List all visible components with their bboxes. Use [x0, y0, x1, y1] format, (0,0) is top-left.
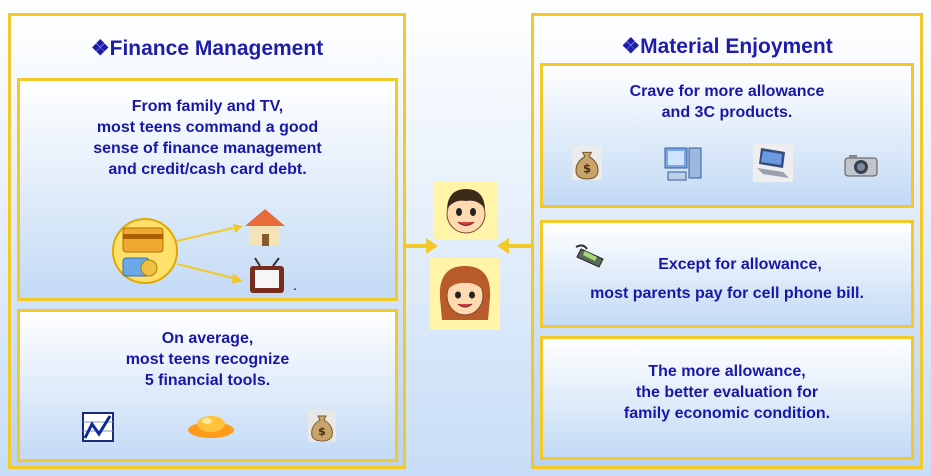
money-bag-icon: $: [308, 410, 336, 442]
family-economic-box: The more allowance, the better evaluatio…: [540, 336, 914, 460]
finance-management-panel: ❖Finance Management From family and TV, …: [8, 13, 406, 469]
family-economic-text: The more allowance, the better evaluatio…: [623, 363, 831, 422]
financial-tools-text: On average, most teens recognize 5 finan…: [125, 330, 290, 389]
finance-family-tv-box: From family and TV, most teens command a…: [17, 78, 398, 301]
allowance-3c-box: Crave for more allowance and 3C products…: [540, 63, 914, 208]
material-enjoyment-title: ❖Material Enjoyment: [621, 35, 833, 58]
financial-tools-box: On average, most teens recognize 5 finan…: [17, 309, 398, 462]
right-arrowhead-icon: [497, 238, 509, 254]
cell-phone-icon: [575, 244, 604, 268]
trailing-period: .: [293, 277, 297, 293]
material-enjoyment-panel: ❖Material Enjoyment Crave for more allow…: [531, 13, 923, 469]
cell-phone-bill-text: Except for allowance, most parents pay f…: [590, 256, 864, 302]
svg-text:$: $: [318, 425, 326, 438]
finance-management-title: ❖Finance Management: [90, 37, 324, 60]
camera-icon: [844, 155, 878, 177]
svg-text:$: $: [583, 162, 591, 176]
stock-chart-icon: [82, 412, 114, 442]
left-arrowhead-icon: [426, 238, 438, 254]
girl-face-icon: [430, 258, 500, 330]
desktop-computer-icon: [664, 147, 702, 181]
laptop-icon: [753, 144, 793, 182]
finance-family-tv-text: From family and TV, most teens command a…: [93, 98, 322, 178]
allowance-3c-text: Crave for more allowance and 3C products…: [629, 83, 825, 121]
right-connector-line: [507, 244, 534, 248]
boy-face-icon: [434, 181, 498, 239]
gold-ingot-icon: [188, 416, 234, 438]
cards-diagram-icon: [112, 209, 285, 293]
cell-phone-bill-box: Except for allowance, most parents pay f…: [540, 220, 914, 328]
left-connector-line: [406, 244, 430, 248]
money-bag-icon: $: [572, 146, 602, 180]
